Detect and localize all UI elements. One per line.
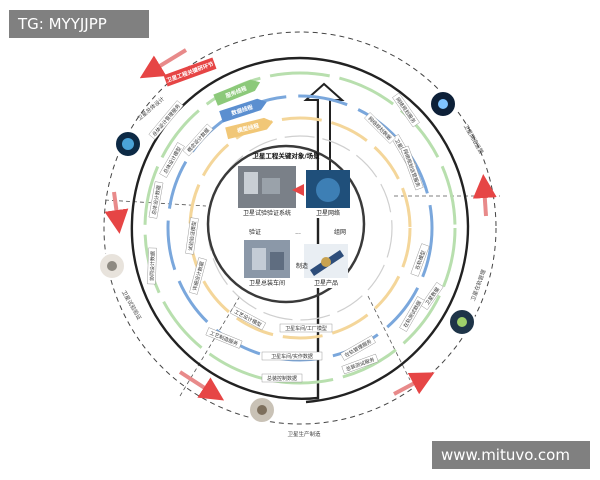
cycle-verify: 验证 xyxy=(249,228,261,236)
ribbon-data: 数据线程 xyxy=(219,98,267,123)
ring2-label-0: 概念设计数据 xyxy=(186,127,211,154)
phase-testing: 卫星试验验证 xyxy=(98,252,144,322)
ring2-label-4: 详细设计数据 xyxy=(191,261,206,292)
ring3-label-2: 在轨管理服务 xyxy=(344,338,373,359)
watermark-bottom-right: www.mituvo.com xyxy=(432,441,590,469)
svg-text:卫星网络运营: 卫星网络运营 xyxy=(462,123,486,156)
svg-text:卫星试验验证系统: 卫星试验验证系统 xyxy=(243,209,291,217)
ribbon-model: 模型线程 xyxy=(225,117,274,140)
center-title: 卫星工程关键对象/场景 xyxy=(252,151,320,160)
phase-network: 卫星网络运营 xyxy=(429,90,486,156)
svg-text:卫星总体设计: 卫星总体设计 xyxy=(135,94,166,122)
ribbon-service: 服务线程 xyxy=(213,79,261,106)
svg-text:卫星产品: 卫星产品 xyxy=(314,279,338,287)
pointer-banner: 卫星工程关键研环节 xyxy=(163,57,217,87)
svg-text:卫星总装车间: 卫星总装车间 xyxy=(249,279,285,287)
center-core: 卫星工程关键对象/场景 卫星试验验证系统 卫星网络 卫星总装车间 卫星产品 xyxy=(206,144,366,304)
ring4-label-3: 协同设计数据 xyxy=(148,251,156,281)
ring2-label-3: 卫星车间/实作数据 xyxy=(271,353,313,360)
ring4-label-2: 总装控制数据 xyxy=(267,375,297,382)
cycle-ellipsis: ... xyxy=(295,229,301,236)
svg-text:卫星在轨管理: 卫星在轨管理 xyxy=(469,268,488,302)
cycle-manufacture: 制造 xyxy=(296,262,308,270)
ring1-label-5: 试验验证模型 xyxy=(187,221,198,252)
ring3-label-1: 网络规划服务 xyxy=(394,96,417,125)
cycle-network: 组网 xyxy=(334,228,346,236)
phase-manufacturing: 卫星生产制造 xyxy=(248,396,321,438)
svg-text:卫星试验验证: 卫星试验验证 xyxy=(120,289,144,322)
watermark-top-left: TG: MYYJJPP xyxy=(9,10,149,38)
svg-text:卫星网络: 卫星网络 xyxy=(316,209,340,217)
ring1-label-3: 卫星车间/工厂模型 xyxy=(285,325,327,332)
svg-text:卫星生产制造: 卫星生产制造 xyxy=(287,430,321,438)
